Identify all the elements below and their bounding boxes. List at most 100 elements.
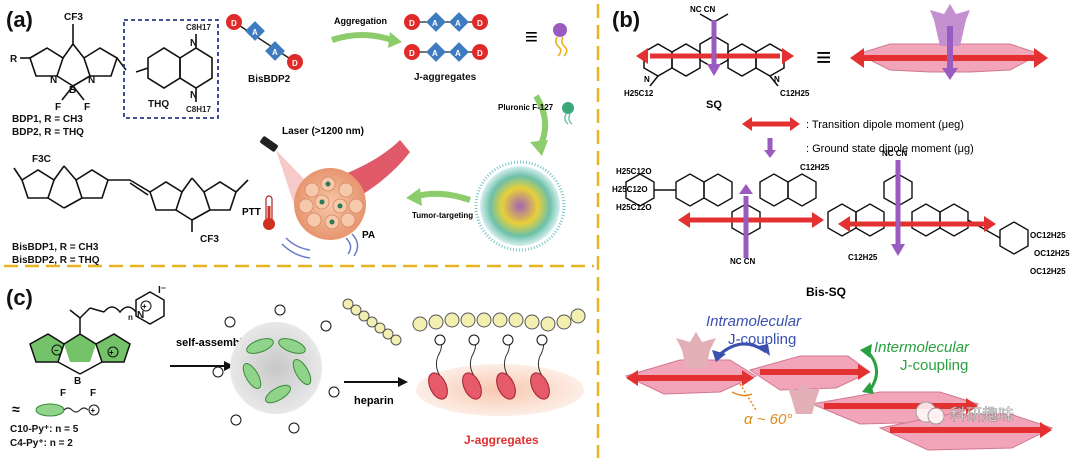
nanoparticle-dots	[319, 181, 343, 225]
thq-box-label: THQ	[148, 99, 169, 110]
sq-3d-model	[850, 4, 1048, 80]
donor-unit	[287, 54, 303, 70]
watermark-text: 科研趣味	[950, 406, 1014, 424]
thq-c8-bottom: C8H17	[186, 105, 211, 114]
intra-label-2: J-coupling	[728, 331, 796, 348]
thq-c8-top: C8H17	[186, 23, 211, 32]
donor-letter: D	[231, 19, 237, 28]
bodipy-plus-sign: +	[109, 348, 114, 357]
sq-n-right: N	[774, 75, 780, 84]
pyridinium-n: N	[137, 310, 144, 321]
inter-label-2: J-coupling	[900, 357, 968, 374]
angle-label: α ~ 60°	[744, 411, 792, 428]
bdp2-line: BDP2, R = THQ	[12, 127, 84, 138]
bodipy-minus-sign: −	[54, 346, 59, 355]
bodipy-py-structure: − + +	[29, 291, 165, 375]
donor-letter: D	[477, 49, 483, 58]
j-aggregates-label-c: J-aggregates	[464, 433, 539, 447]
bodipy-b-label: B	[74, 376, 81, 387]
bdp-f-right: F	[84, 102, 90, 113]
bissq-structure	[625, 160, 1029, 255]
intra-coupling-arrow	[716, 342, 767, 358]
thermometer-icon	[263, 195, 275, 230]
bissq-left-chain-1: H25C12O	[616, 167, 652, 176]
panel-b: (b) NC CN N N H25C12 C12H25 SQ ≡	[612, 4, 1070, 451]
jcoupling-3d-illustration	[624, 332, 1054, 451]
panel-a: (a) CF3 N N B F F R C8H17 C8H17	[6, 7, 574, 266]
panel-c: (c) − + + B F F	[6, 285, 586, 449]
iodide-label: I⁻	[158, 285, 166, 296]
icon-plus-sign: +	[91, 406, 96, 415]
bdp-n-left: N	[50, 75, 57, 86]
panel-a-tag: (a)	[6, 7, 33, 32]
watermark: 科研趣味	[915, 401, 1014, 425]
bodipy-ellipse-icon	[35, 403, 65, 417]
c4-line: C4-Py⁺: n = 2	[10, 438, 73, 449]
acceptor-letter: A	[252, 28, 258, 37]
pluronic-arrowhead	[530, 140, 548, 156]
bdp-cf3-label: CF3	[64, 12, 83, 23]
bissq-right-chain-3: OC12H25	[1030, 267, 1066, 276]
thq-structure	[135, 34, 213, 102]
donor-unit	[226, 14, 242, 30]
bdp-structure	[20, 24, 127, 101]
laser-label: Laser (>1200 nm)	[282, 126, 364, 137]
pluronic-micelle-unit-icon	[562, 102, 574, 125]
thq-n-top: N	[190, 38, 197, 49]
equiv-symbol-b: ≡	[816, 42, 831, 72]
tumor-targeting-arrowhead	[406, 188, 422, 206]
heparin-chain-icon	[342, 298, 402, 346]
donor-letter: D	[477, 19, 483, 28]
donor-letter: D	[292, 59, 298, 68]
bdp-f-left: F	[55, 102, 61, 113]
acceptor-letter: A	[455, 49, 461, 58]
j-aggregates-label-a: J-aggregates	[414, 72, 477, 83]
bodipy-f-right: F	[90, 388, 96, 399]
tumor-targeting-label: Tumor-targeting	[412, 211, 473, 220]
bissq-label: Bis-SQ	[806, 285, 846, 299]
legend-ground: : Ground state dipole moment (μg)	[806, 143, 974, 155]
bisbdp2-label: BisBDP2	[248, 74, 291, 85]
micelle-charges	[212, 304, 340, 434]
bisbdp-f3c: F3C	[32, 154, 51, 165]
bdp-n-right: N	[88, 75, 95, 86]
tumor-targeting-arrow	[417, 190, 471, 203]
bissq-left-chain-3: H25C12O	[616, 203, 652, 212]
equiv-symbol-a: ≡	[525, 24, 538, 49]
sq-cn-label: NC CN	[690, 5, 716, 14]
self-assembly-label: self-assembly	[176, 337, 250, 349]
aggregation-arrow	[331, 32, 393, 43]
micelle-bodipy-units	[242, 338, 312, 404]
jagg-c-charges	[434, 334, 548, 346]
micelle-nanoparticle	[480, 166, 560, 246]
heparin-label: heparin	[354, 395, 394, 407]
acceptor-letter: A	[432, 49, 438, 58]
thq-box	[123, 19, 219, 119]
jagg-c-units	[428, 372, 550, 400]
aggregation-arrowhead	[388, 32, 402, 48]
pa-label: PA	[362, 230, 375, 241]
sq-label: SQ	[706, 99, 722, 111]
intra-label-1: Intramolecular	[706, 313, 802, 330]
pluronic-icon	[553, 23, 568, 57]
panel-c-tag: (c)	[6, 285, 33, 310]
bdp-b-label: B	[69, 85, 76, 96]
bisbdp-structure	[13, 165, 249, 232]
angle-guide-line	[739, 383, 757, 411]
inter-label-1: Intermolecular	[874, 339, 970, 356]
bisbdp1-line: BisBDP1, R = CH3	[12, 242, 99, 253]
donor-letter: D	[409, 19, 415, 28]
bisbdp2-chain: D A A D	[226, 14, 303, 70]
panel-b-tag: (b)	[612, 7, 640, 32]
acceptor-letter: A	[272, 48, 278, 57]
n-index-label: n	[128, 313, 133, 322]
angle-arc	[731, 391, 753, 397]
sq-n-plus: N	[644, 75, 650, 84]
bisbdp-cf3: CF3	[200, 234, 219, 245]
bissq-right-chain-2: OC12H25	[1034, 249, 1070, 258]
sq-r-right: C12H25	[780, 89, 810, 98]
acceptor-letter: A	[432, 19, 438, 28]
acceptor-unit	[265, 41, 285, 61]
legend-transition: : Transition dipole moment (μeg)	[806, 119, 964, 131]
